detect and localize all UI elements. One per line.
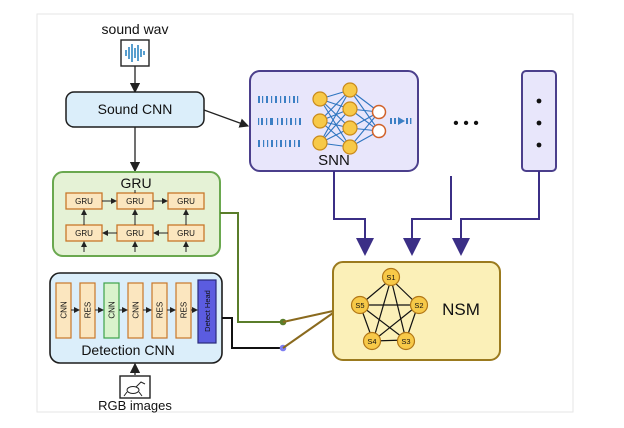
state-s3 [396,331,416,351]
state-label: S3 [401,337,410,346]
detection-cnn-label: Detection CNN [81,342,174,358]
state-label: S5 [355,301,364,310]
layer-label: CNN [108,301,117,319]
layer-label: RES [156,302,165,318]
additional-module-box [521,70,557,172]
gru-to-nsm-link [220,212,283,323]
gru-cell-label: GRU [75,229,93,238]
sound-cnn-block: Sound CNN [65,91,205,128]
sound-cnn-label: Sound CNN [98,101,173,117]
detect-head [197,279,217,344]
spike-trains [258,96,301,147]
gru-cell-label: GRU [75,197,93,206]
state-s2 [409,295,429,315]
gru-block: GRU GRU GRU GRU GRU GRU GRU [52,171,221,257]
state-s5 [350,295,370,315]
layer-label: RES [84,302,93,318]
detection-cnn-block: CNN RES CNN CNN RES RES Detect Head Dete… [49,272,223,364]
rgb-images-label: RGB images [98,398,172,413]
state-label: S2 [414,301,423,310]
detect-head-label: Detect Head [203,290,212,332]
gru-cell-label: GRU [177,197,195,206]
nsm-label: NSM [442,300,480,319]
sound-wave-icon [120,39,150,67]
sound-wav-label: sound wav [102,21,169,37]
state-label: S1 [386,273,395,282]
snn-output-neurons [371,104,387,139]
snn-neurons [312,82,358,155]
snn-label: SNN [318,152,350,169]
state-nodes [350,267,429,351]
layer-label: RES [180,302,189,318]
gru-title: GRU [120,175,151,191]
layer-label: CNN [132,301,141,319]
state-label: S4 [367,337,376,346]
snn-to-nsm-arrows [333,171,540,256]
gru-cell-label: GRU [126,197,144,206]
gru-cell-label: GRU [177,229,195,238]
gru-arrows [81,190,189,252]
layer-label: CNN [60,301,69,319]
nsm-block: S1 S2 S3 S4 S5 NSM [332,261,501,361]
ellipsis: • • • [453,115,479,132]
gru-cell-label: GRU [126,229,144,238]
snn-output-spikes [390,117,412,125]
state-s4 [362,331,382,351]
state-s1 [381,267,401,287]
detection-to-nsm-link [222,317,283,349]
camera-image-icon [119,375,151,399]
snn-block: SNN [249,70,419,172]
